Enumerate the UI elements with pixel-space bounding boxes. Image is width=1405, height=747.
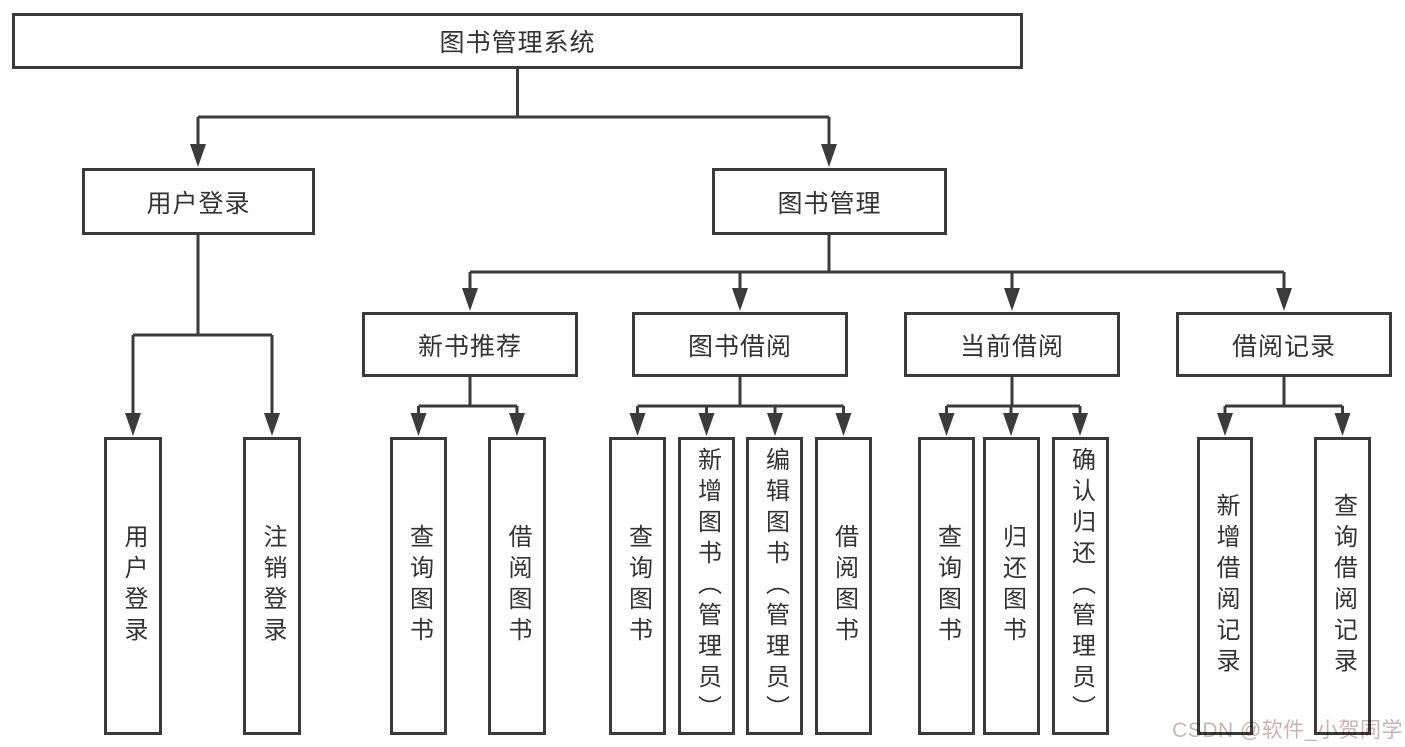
leaf-add-borrow-record: 新增借阅记录 — [1197, 437, 1253, 735]
leaf-borrow-books-recommend: 借阅图书 — [488, 437, 546, 735]
node-borrow-records: 借阅记录 — [1176, 312, 1392, 377]
node-root: 图书管理系统 — [12, 13, 1023, 69]
leaf-query-borrow-record: 查询借阅记录 — [1314, 437, 1371, 735]
node-book-borrow: 图书借阅 — [632, 312, 848, 377]
leaf-query-books-recommend: 查询图书 — [390, 437, 447, 735]
csdn-watermark: CSDN @软件_小贺同学 — [1172, 719, 1403, 742]
leaf-query-books-current: 查询图书 — [918, 437, 975, 735]
leaf-return-book: 归还图书 — [983, 437, 1040, 735]
node-book-management: 图书管理 — [712, 168, 947, 235]
node-current-borrow: 当前借阅 — [904, 312, 1120, 377]
leaf-edit-book-admin: 编辑图书（管理员） — [746, 437, 803, 735]
leaf-add-book-admin: 新增图书（管理员） — [678, 437, 735, 735]
node-new-book-recommend: 新书推荐 — [362, 312, 578, 377]
leaf-logout: 注销登录 — [243, 437, 301, 735]
leaf-confirm-return-admin: 确认归还（管理员） — [1052, 437, 1109, 735]
leaf-query-books-borrow: 查询图书 — [609, 437, 666, 735]
node-user-login: 用户登录 — [82, 168, 315, 235]
leaf-borrow-books: 借阅图书 — [815, 437, 872, 735]
leaf-user-login: 用户登录 — [104, 437, 162, 735]
